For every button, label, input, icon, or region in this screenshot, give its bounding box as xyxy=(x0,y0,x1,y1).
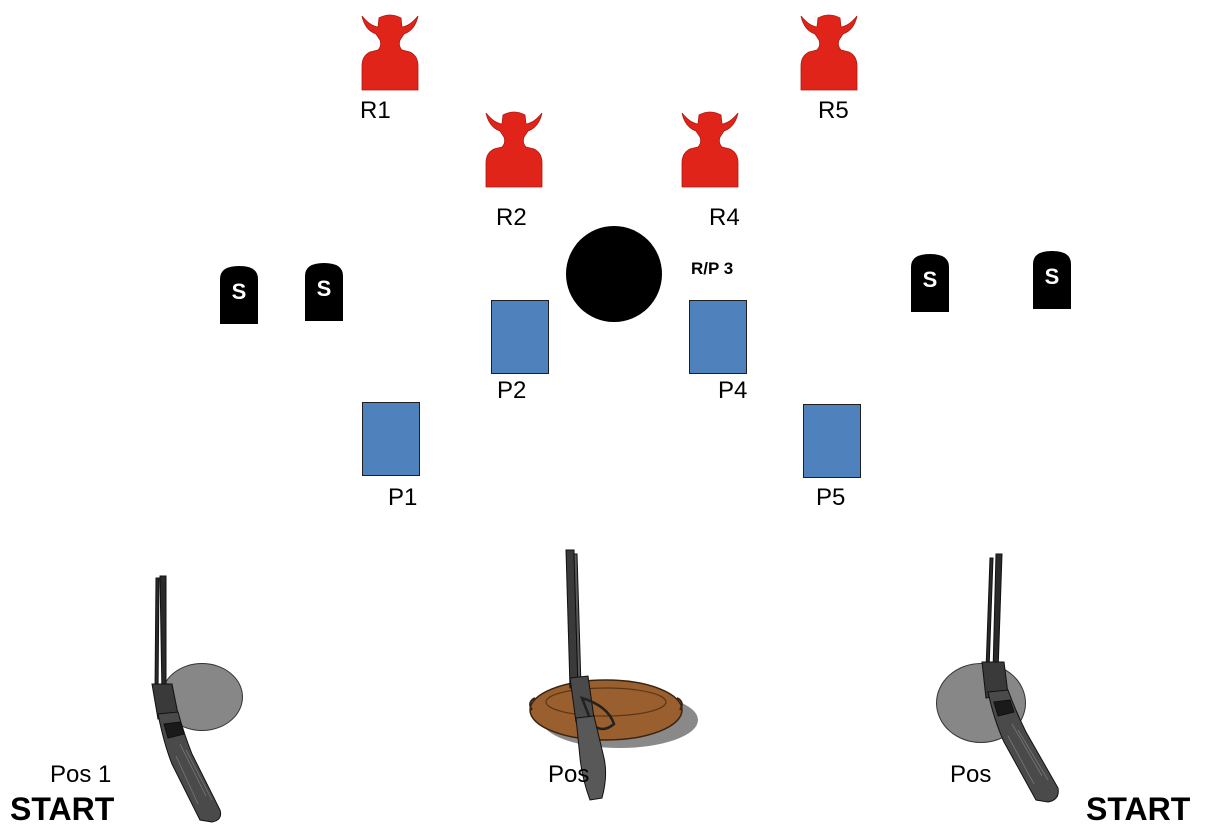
pistol-target-label-p4: P4 xyxy=(718,377,748,404)
pistol-target-label-p1: P1 xyxy=(388,484,418,511)
rifle-target-r4 xyxy=(681,111,739,188)
rifle-icon xyxy=(565,549,616,801)
pos2-label: Pos xyxy=(548,761,590,788)
shotgun-target-label: S xyxy=(317,276,332,301)
pos3-start-label: START xyxy=(1086,791,1191,827)
shotgun-target-label: S xyxy=(232,279,247,304)
rifle-target-r5 xyxy=(800,14,858,91)
rifle-target-label-r1: R1 xyxy=(360,97,391,124)
shotgun-target-label: S xyxy=(923,267,938,292)
rifle-target-label-r4: R4 xyxy=(709,204,740,231)
rifle-target-r1 xyxy=(361,14,419,91)
pos3-label: Pos xyxy=(950,761,992,788)
pistol-target-p2 xyxy=(491,300,549,374)
shotgun-target-4: S xyxy=(1033,251,1071,309)
rifle-target-label-r5: R5 xyxy=(818,97,849,124)
pos1-start-label: START xyxy=(10,791,115,827)
rifle-target-label-r2: R2 xyxy=(496,204,527,231)
pos1-label: Pos 1 xyxy=(50,761,112,788)
shotgun-icon xyxy=(151,575,222,823)
shotgun-target-2: S xyxy=(305,263,343,321)
rifle-target-r2 xyxy=(485,111,543,188)
shotgun-target-label: S xyxy=(1045,264,1060,289)
pistol-target-p1 xyxy=(362,402,420,476)
pistol-target-label-p5: P5 xyxy=(816,484,846,511)
pistol-target-label-p2: P2 xyxy=(497,377,527,404)
shotgun-icon xyxy=(981,553,1059,803)
pistol-target-p5 xyxy=(803,404,861,478)
pistol-target-p4 xyxy=(689,300,747,374)
shotgun-target-1: S xyxy=(220,266,258,324)
shotgun-target-3: S xyxy=(911,254,949,312)
center-target-label: R/P 3 xyxy=(691,259,734,278)
center-target-rp3 xyxy=(566,226,662,322)
